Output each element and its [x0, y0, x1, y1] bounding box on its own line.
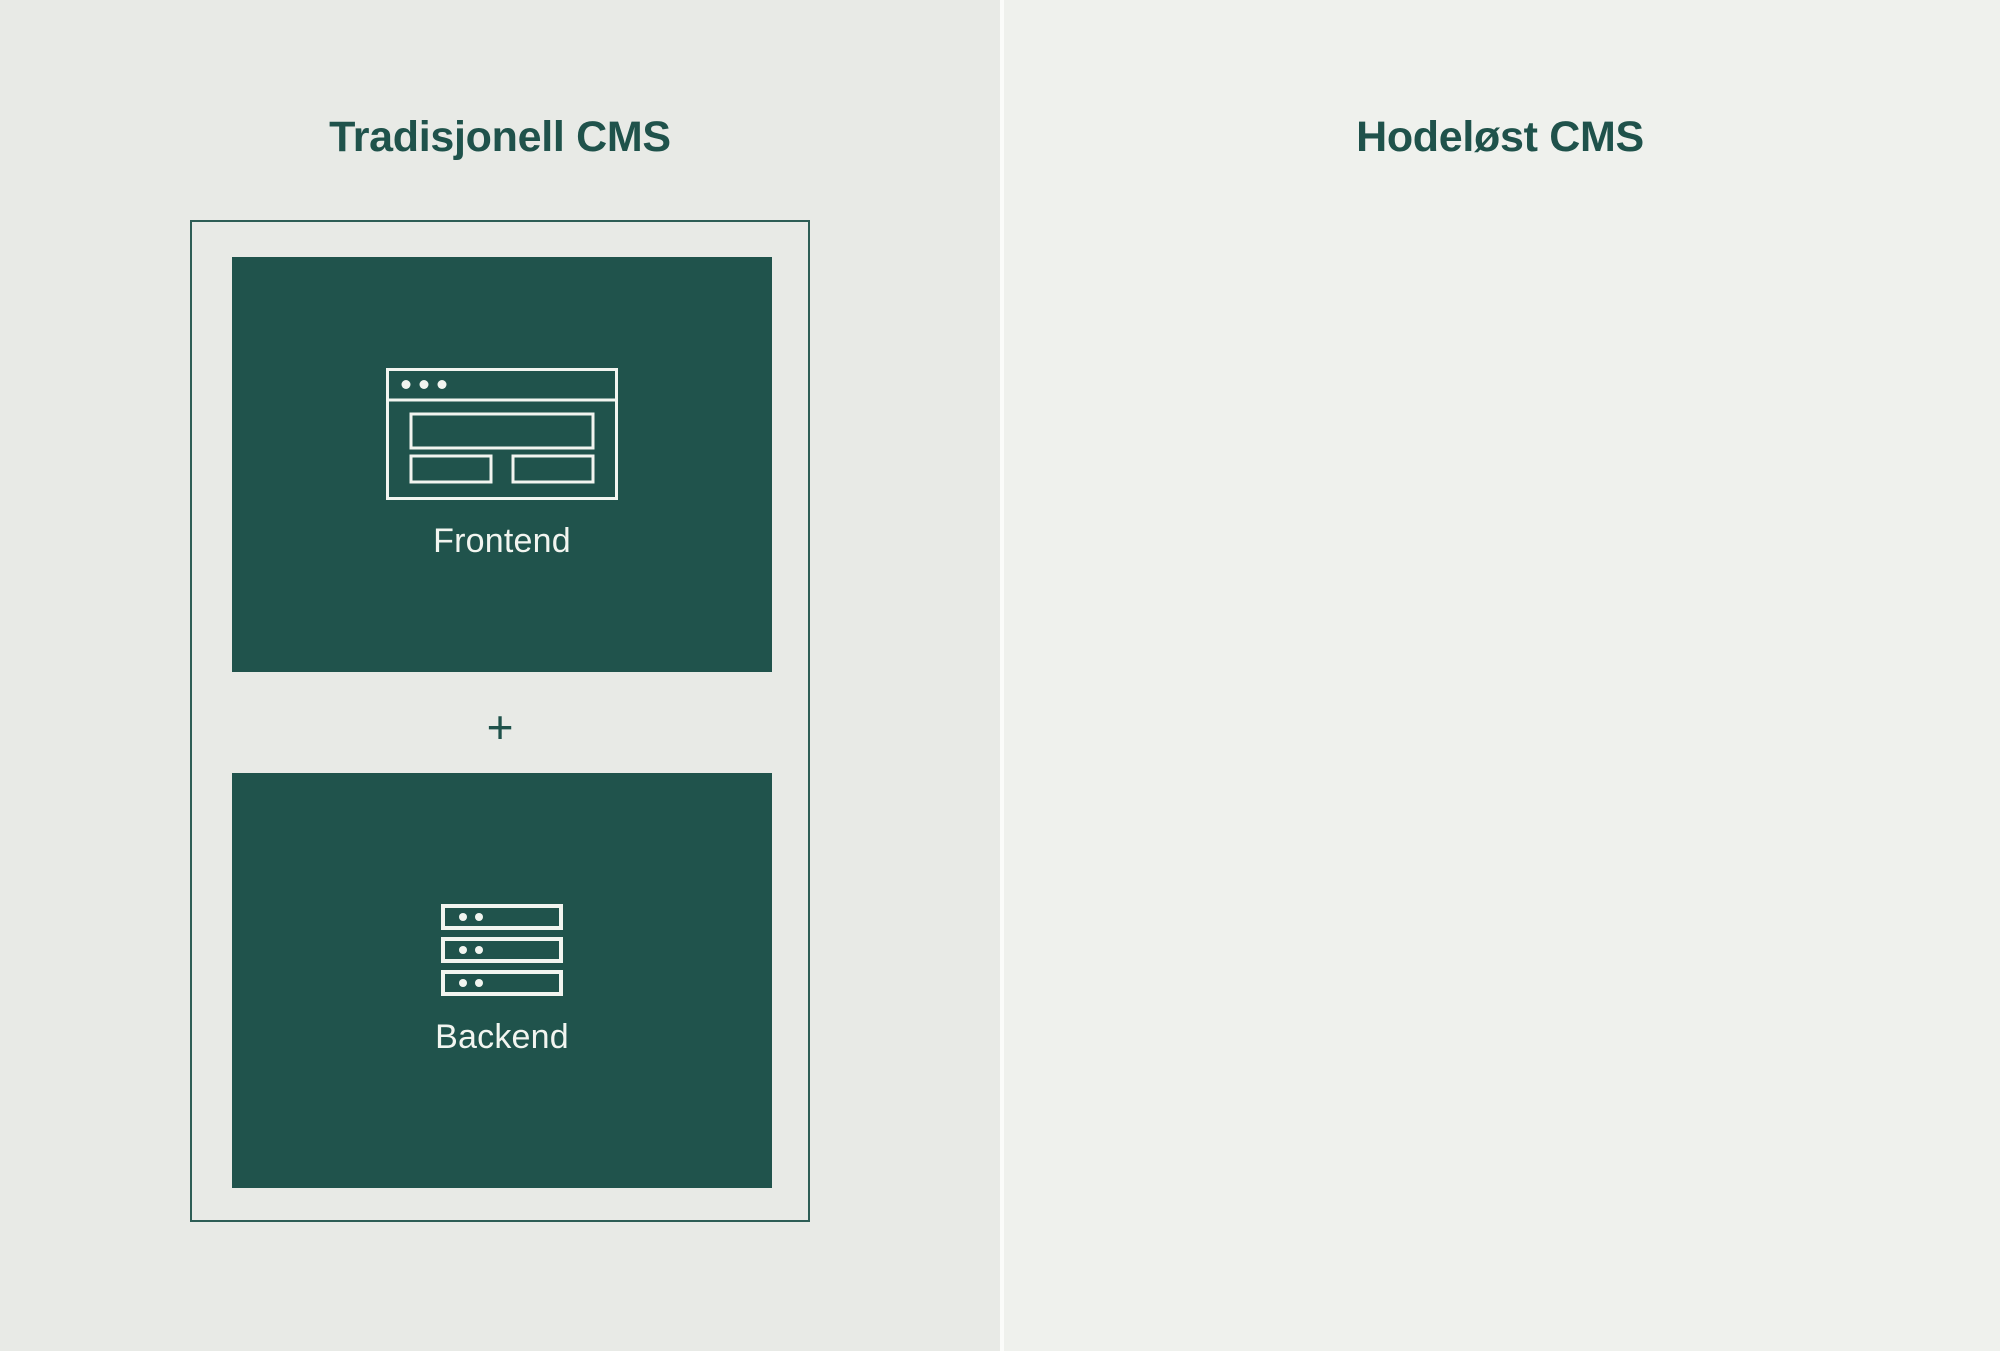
column-traditional-cms: Tradisjonell CMS: [190, 113, 810, 1222]
block-label-frontend: Frontend: [433, 522, 571, 560]
page-title-headless: Hodeløst CMS: [1356, 113, 1644, 161]
block-frontend-traditional: Frontend: [232, 257, 772, 672]
card-traditional: Frontend +: [190, 220, 810, 1222]
column-divider: [1000, 0, 1004, 1351]
browser-window-icon: [386, 368, 618, 500]
page-title-traditional: Tradisjonell CMS: [329, 113, 671, 161]
separator-plus-traditional: +: [486, 701, 514, 753]
block-backend-traditional: Backend: [232, 773, 772, 1188]
server-stack-icon: [441, 904, 563, 996]
block-label-backend: Backend: [435, 1018, 569, 1056]
column-headless-cms: Hodeløst CMS: [1000, 0, 2000, 1351]
